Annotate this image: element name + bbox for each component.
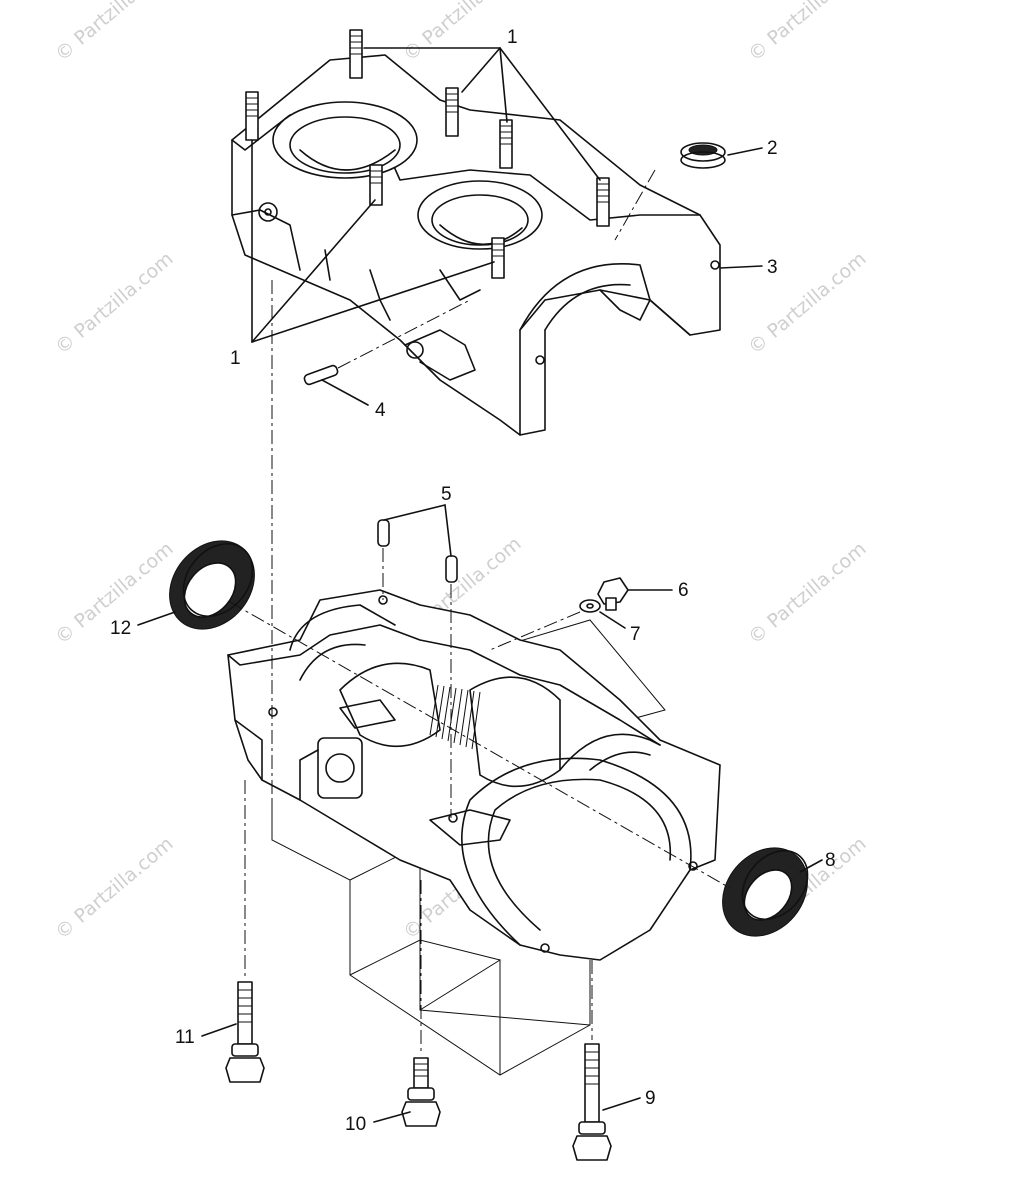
upper-crankcase	[231, 29, 721, 436]
oil-seal-left	[169, 540, 255, 630]
callout-4: 4	[375, 400, 386, 421]
cylinder-stud	[349, 29, 363, 79]
callout-9: 9	[645, 1088, 656, 1109]
callout-10: 10	[345, 1114, 366, 1135]
sealing-washer	[579, 599, 601, 613]
dowel-pin	[303, 364, 339, 386]
callout-12: 12	[110, 618, 131, 639]
watermark: © Partzilla.com	[744, 538, 870, 649]
watermark: © Partzilla.com	[51, 0, 177, 66]
alignment-lines	[229, 169, 731, 1055]
callout-7: 7	[630, 624, 641, 645]
dowel-pin	[377, 519, 390, 547]
cylinder-stud	[499, 119, 513, 169]
callout-labels: 1 1 2 3 4 5 6 7 8 9 10 11 12	[110, 27, 836, 1135]
leader-lines	[137, 47, 823, 1123]
callout-2: 2	[767, 138, 778, 159]
drain-plug	[597, 577, 629, 611]
callout-1-top: 1	[507, 27, 518, 48]
callout-5: 5	[441, 484, 452, 505]
crankcase-bolt	[572, 1043, 612, 1161]
cylinder-stud	[491, 237, 505, 279]
callout-3: 3	[767, 257, 778, 278]
callout-11: 11	[175, 1027, 195, 1048]
watermark: © Partzilla.com	[51, 833, 177, 944]
oil-seal-right	[722, 847, 809, 937]
watermark: © Partzilla.com	[744, 0, 870, 66]
dowel-pin	[445, 555, 458, 583]
lower-crankcase	[227, 589, 721, 1076]
callout-1-lower: 1	[230, 348, 241, 369]
cylinder-stud	[245, 91, 259, 141]
watermark: © Partzilla.com	[51, 248, 177, 359]
crankcase-bolt	[225, 981, 265, 1083]
cylinder-stud	[596, 177, 610, 227]
watermark: © Partzilla.com	[744, 248, 870, 359]
grommet	[680, 142, 726, 169]
callout-8: 8	[825, 850, 836, 871]
crankcase-bolt	[401, 1057, 441, 1127]
cylinder-stud	[445, 87, 459, 137]
cylinder-stud	[369, 164, 383, 206]
callout-6: 6	[678, 580, 689, 601]
center-labyrinth-seal	[429, 684, 481, 750]
